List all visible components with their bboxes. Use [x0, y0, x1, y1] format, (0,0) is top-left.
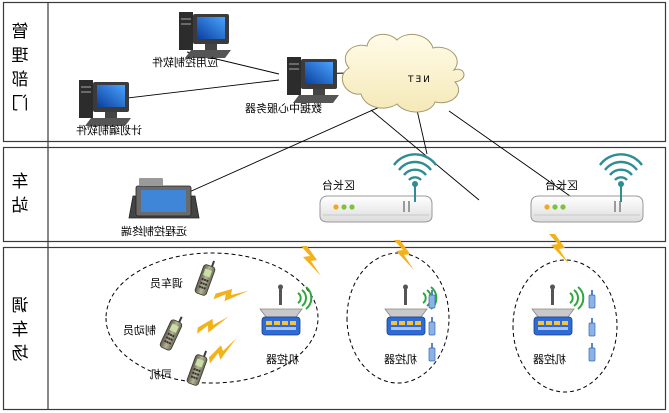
schedule-software-computer-icon	[79, 80, 131, 126]
lightning-controller3-icon	[549, 234, 569, 264]
phone-shunter-icon	[193, 257, 219, 297]
zone-controller-2-label: 区长台	[545, 179, 578, 192]
phone-brakeman-label: 制动员	[123, 324, 156, 337]
production-software-label: 应用控制软件	[152, 56, 218, 69]
schedule-software-label: 计划编制软件	[76, 124, 142, 137]
lightning-controller1-icon	[301, 246, 321, 276]
net-cloud-label: NET	[406, 75, 430, 85]
phone-shunter-label: 调车员	[150, 277, 183, 290]
section-yard-label: 调车场	[11, 296, 29, 364]
line-schedule-server	[118, 79, 280, 100]
line-cloud-zone-left	[416, 109, 428, 155]
line-cloud-zone-right	[448, 110, 571, 197]
data-server-label: 数据中心服务器	[245, 102, 322, 115]
lightning-phone2-icon	[197, 313, 229, 337]
zone-controller-1-label: 区长台	[322, 179, 355, 192]
remote-terminal-label: 远程控制终端	[121, 225, 187, 238]
zone-controller-1-wifi-icon	[392, 153, 438, 204]
production-software-computer-icon	[179, 12, 231, 58]
net-cloud-icon	[341, 33, 465, 113]
base-station-1-label: 机控器	[266, 353, 299, 366]
phone-brakeman-icon	[158, 312, 186, 352]
coverage-area-1	[105, 252, 319, 384]
base-station-2-label: 机控器	[384, 353, 417, 366]
phone-driver-icon	[185, 347, 211, 387]
yard-frame	[2, 246, 667, 411]
line-cloud-terminal	[168, 100, 394, 202]
data-server-computer-icon	[287, 57, 339, 103]
zone-controller-2-wifi-icon	[598, 153, 644, 204]
base-station-1-icon	[259, 283, 313, 336]
lightning-phone3-icon	[206, 338, 240, 364]
section-station-label: 车站	[11, 172, 29, 216]
base-station-3-label: 机控器	[533, 353, 566, 366]
coverage-area-3	[512, 259, 618, 393]
zone-controller-2-box	[530, 195, 644, 223]
section-management-label: 管理部门	[11, 22, 29, 114]
base-station-2-icon	[384, 283, 438, 336]
phone-driver-label: 司机	[150, 368, 172, 381]
lightning-phone1-icon	[213, 280, 249, 310]
management-frame	[2, 1, 667, 143]
base-station-3-icon	[531, 283, 585, 336]
remote-terminal-icon	[128, 178, 200, 219]
station-frame	[2, 146, 667, 243]
